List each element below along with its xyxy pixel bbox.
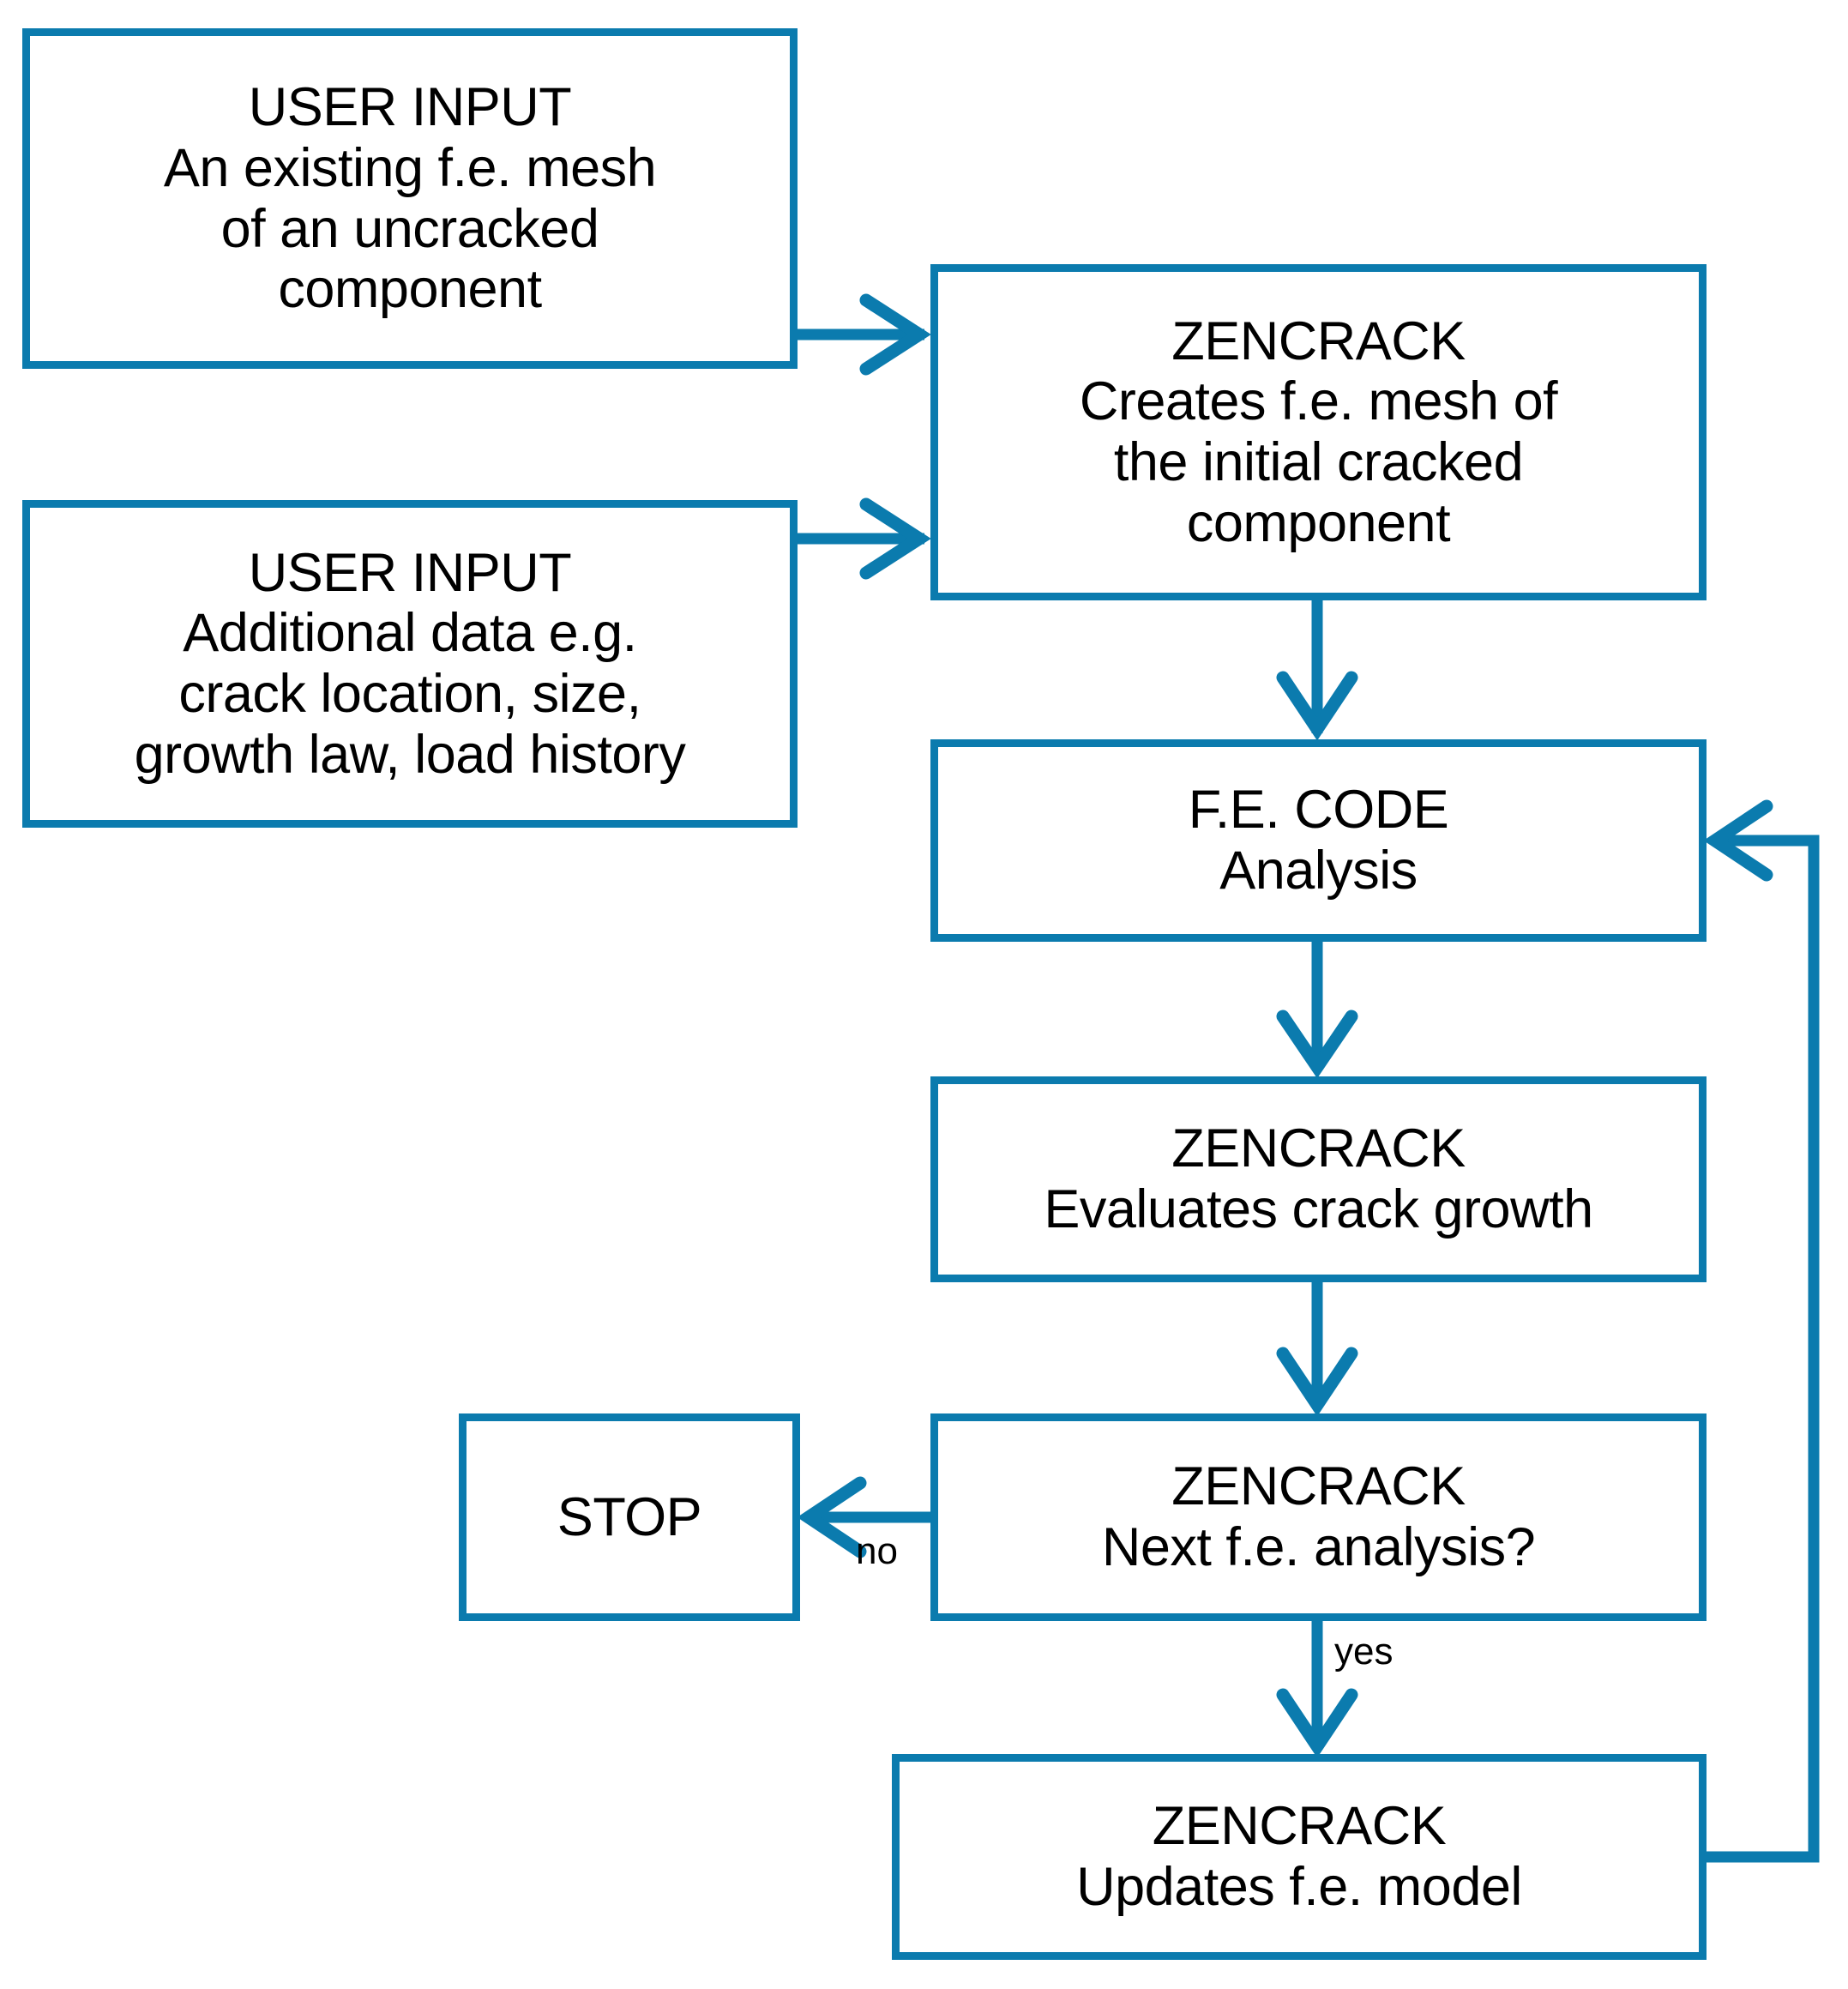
arrowhead-fecode-to-evaluates (1276, 1010, 1358, 1079)
node-line: component (278, 259, 542, 320)
node-stop[interactable]: STOP (459, 1413, 800, 1621)
node-line: USER INPUT (248, 542, 572, 603)
node-line: the initial cracked (1113, 432, 1524, 492)
node-line: Evaluates crack growth (1044, 1179, 1593, 1239)
node-line: component (1186, 492, 1451, 553)
node-line: Additional data e.g. (183, 603, 637, 664)
node-line: Updates f.e. model (1076, 1857, 1522, 1917)
node-line: of an uncracked (220, 198, 599, 259)
arrowhead-evaluates-to-next (1276, 1347, 1358, 1417)
node-zencrack-updates-model[interactable]: ZENCRACK Updates f.e. model (892, 1754, 1707, 1960)
node-user-input-additional[interactable]: USER INPUT Additional data e.g. crack lo… (22, 500, 798, 828)
node-line: USER INPUT (248, 77, 572, 138)
node-line: Analysis (1219, 841, 1418, 901)
node-zencrack-evaluates-growth[interactable]: ZENCRACK Evaluates crack growth (930, 1076, 1707, 1282)
node-zencrack-creates-mesh[interactable]: ZENCRACK Creates f.e. mesh of the initia… (930, 264, 1707, 600)
node-line: Creates f.e. mesh of (1079, 371, 1558, 432)
node-user-input-mesh[interactable]: USER INPUT An existing f.e. mesh of an u… (22, 28, 798, 369)
arrowhead-mesh-to-zencrack (859, 293, 931, 376)
node-line: ZENCRACK (1152, 1796, 1447, 1857)
arrowhead-zencrack-to-fecode (1276, 671, 1358, 741)
node-line: ZENCRACK (1171, 1118, 1466, 1179)
node-line: ZENCRACK (1171, 310, 1466, 371)
edge-updates-to-fecode-loop (1707, 835, 1820, 1863)
node-line: growth law, load history (134, 724, 686, 785)
node-line: crack location, size, (178, 664, 641, 724)
edge-label-yes: yes (1334, 1630, 1394, 1673)
edge-label-no: no (856, 1530, 898, 1572)
node-line: Next f.e. analysis? (1101, 1517, 1536, 1577)
node-line: ZENCRACK (1171, 1456, 1466, 1517)
node-line: STOP (557, 1486, 702, 1547)
arrowhead-next-to-stop (797, 1476, 867, 1558)
node-line: An existing f.e. mesh (163, 137, 657, 198)
node-fe-code-analysis[interactable]: F.E. CODE Analysis (930, 739, 1707, 942)
arrowhead-updates-to-fecode-loop (1703, 799, 1773, 882)
arrowhead-next-to-updates (1276, 1688, 1358, 1758)
node-zencrack-next-analysis[interactable]: ZENCRACK Next f.e. analysis? (930, 1413, 1707, 1621)
arrowhead-additional-to-zencrack (859, 497, 931, 580)
node-line: F.E. CODE (1188, 780, 1449, 841)
